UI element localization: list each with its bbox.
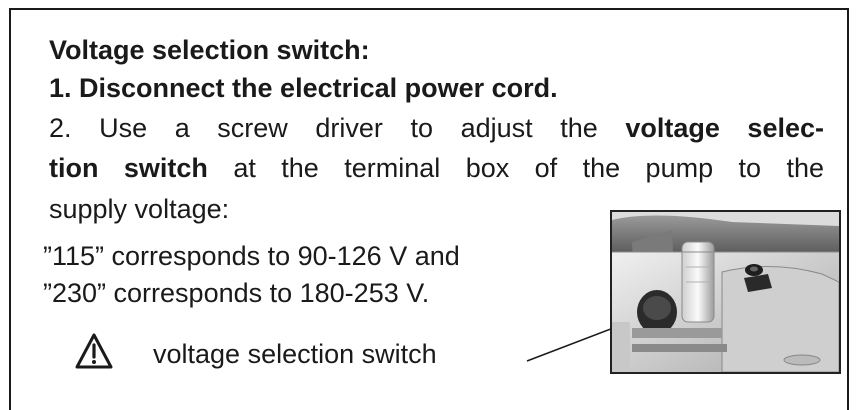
warning-triangle-icon bbox=[75, 333, 113, 369]
section-heading: Voltage selection switch: bbox=[49, 35, 370, 65]
step-2-line-1: 2. Use a screw driver to adjust the volt… bbox=[49, 112, 824, 144]
step-2-line-2: tion switch at the terminal box of the p… bbox=[49, 152, 824, 184]
switch-caption: voltage selection switch bbox=[153, 339, 437, 369]
pump-photo bbox=[610, 210, 841, 374]
pump-illustration bbox=[612, 212, 839, 372]
step-2-bold-b: tion switch bbox=[49, 153, 208, 183]
step-1-text: 1. Disconnect the electrical power cord. bbox=[49, 73, 558, 103]
document-frame bbox=[9, 8, 849, 410]
step-2-text-a: 2. Use a screw driver to adjust the bbox=[49, 113, 626, 143]
step-2-text-b: at the terminal box of the pump to the bbox=[207, 153, 824, 183]
voltage-230-text: ”230” corresponds to 180-253 V. bbox=[43, 278, 430, 308]
step-2-line-3: supply voltage: bbox=[49, 194, 230, 224]
voltage-115-text: ”115” corresponds to 90-126 V and bbox=[43, 241, 460, 271]
step-2-bold-a: voltage selec- bbox=[625, 113, 824, 143]
